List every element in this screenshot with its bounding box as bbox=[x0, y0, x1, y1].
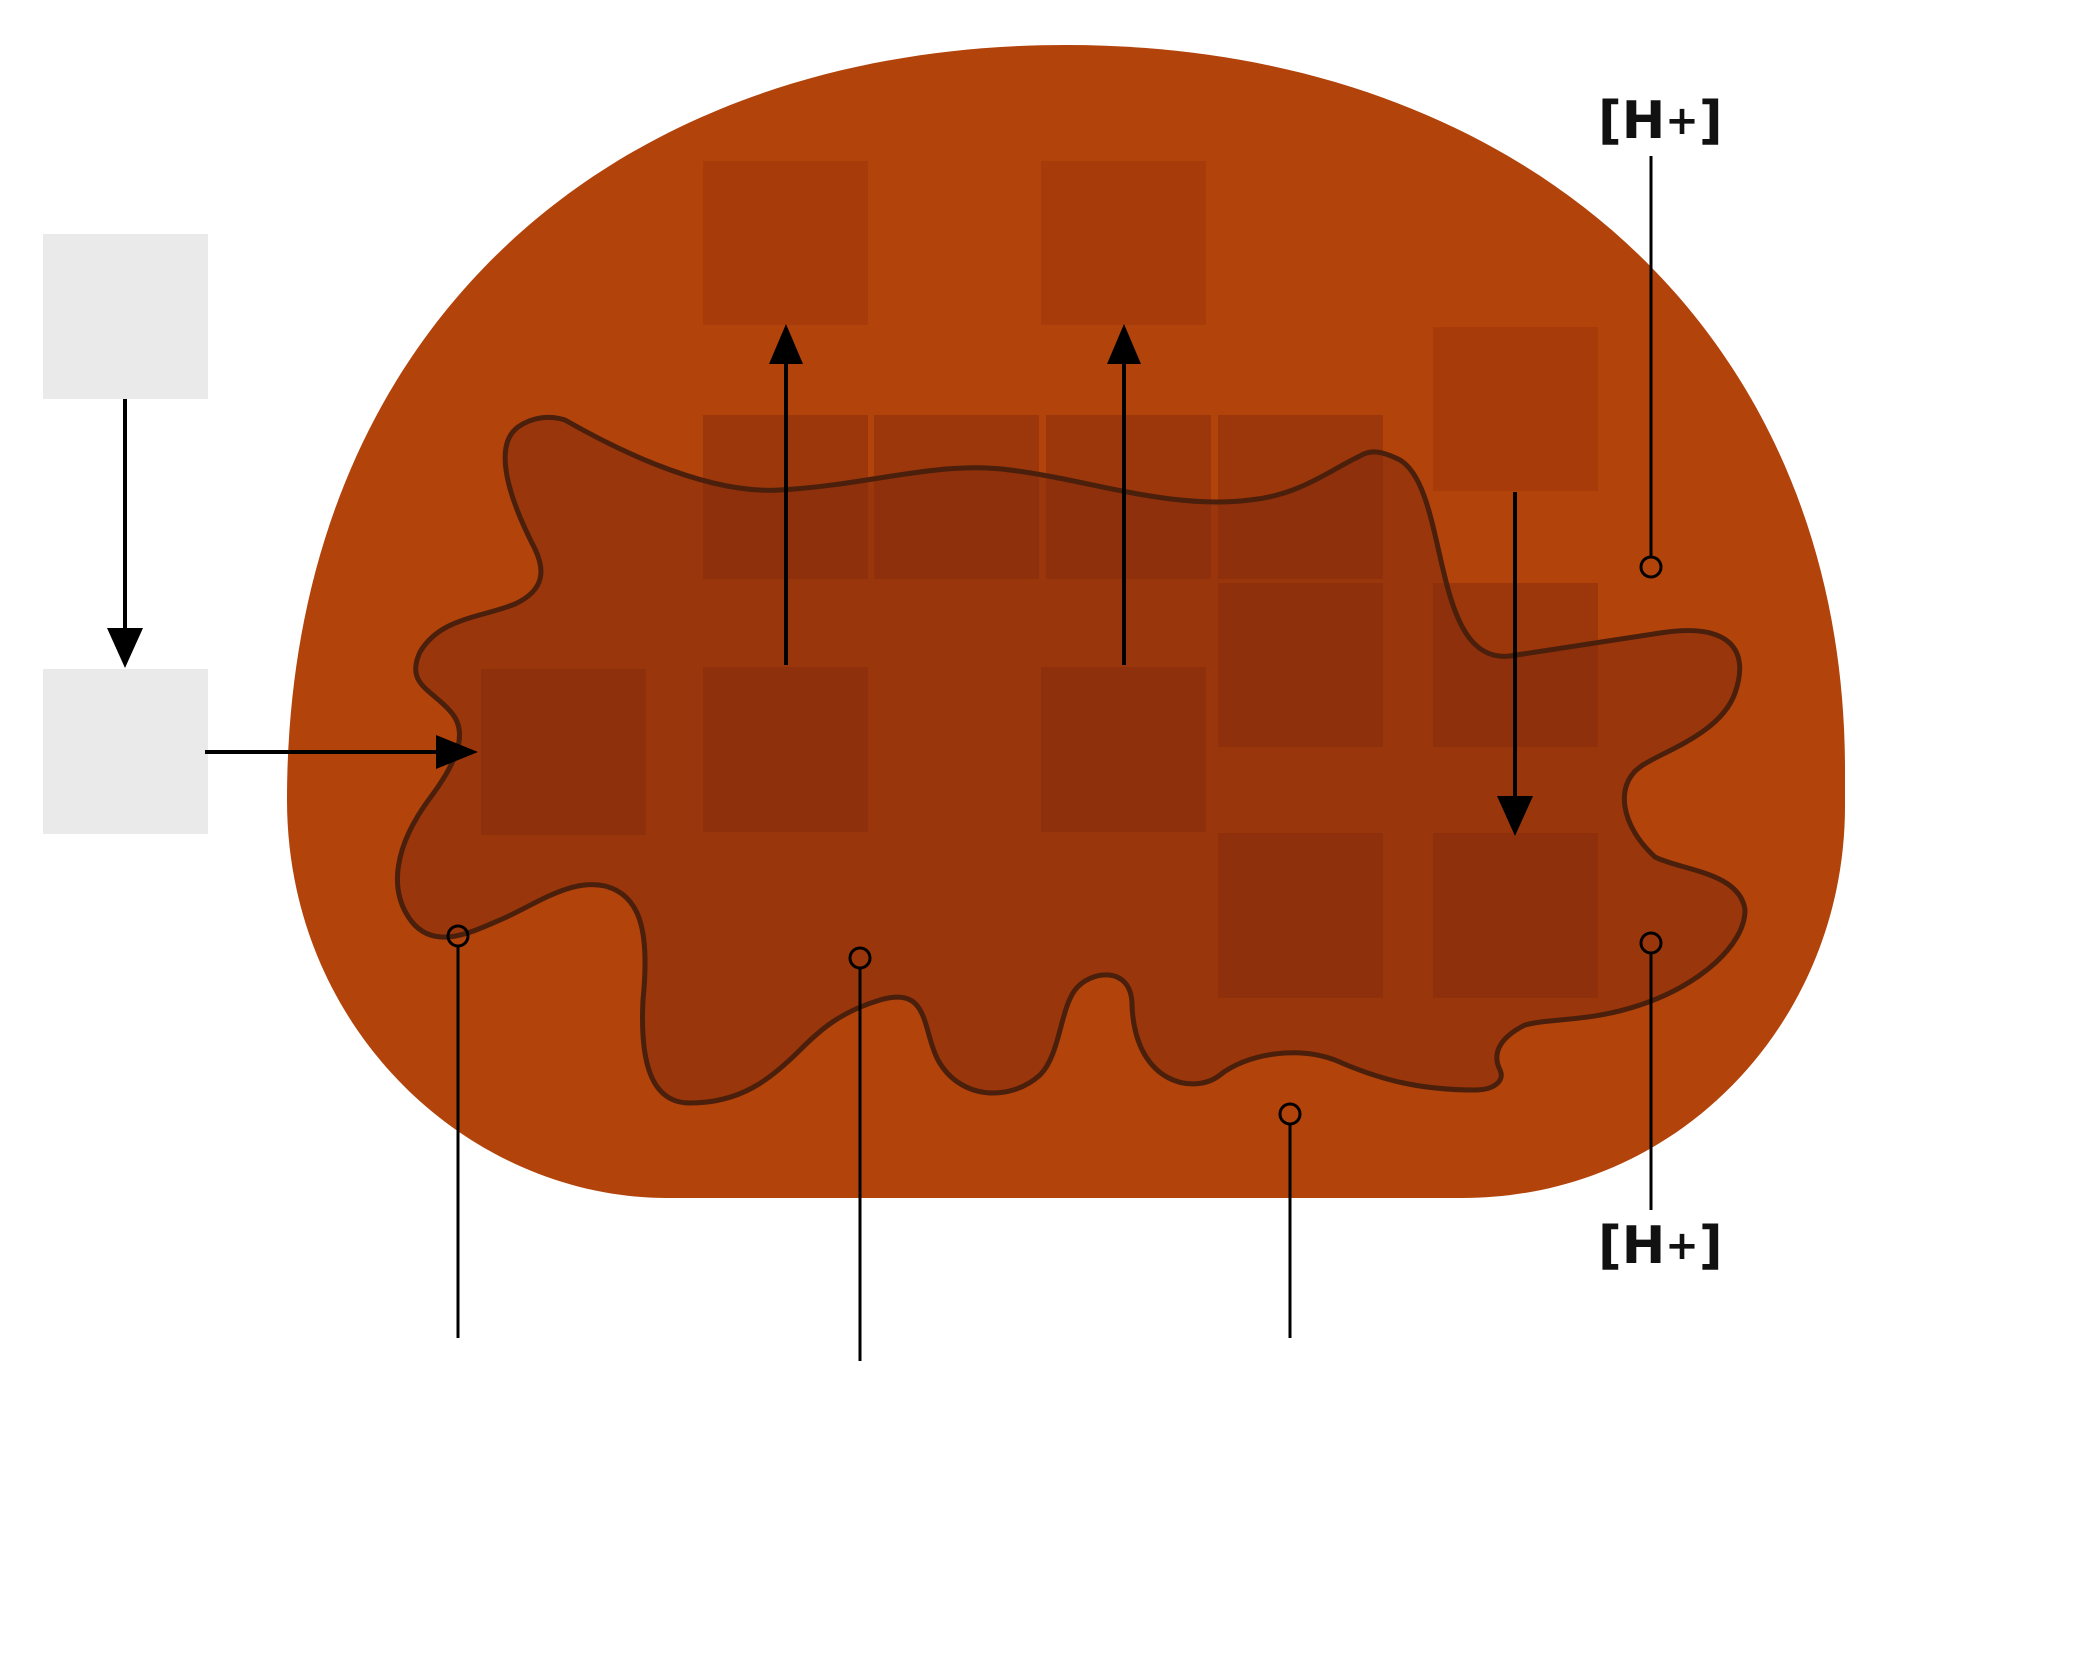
external-box-top bbox=[43, 234, 208, 399]
membrane-box-3 bbox=[1046, 415, 1211, 579]
inner-membrane bbox=[394, 414, 1748, 1106]
leader-line-matrix bbox=[848, 946, 872, 1361]
arrow-external-to-matrix bbox=[205, 735, 478, 769]
outer-box-3 bbox=[1433, 327, 1598, 491]
proton-label-bottom: [H+] bbox=[1598, 1216, 1723, 1276]
matrix-box-4 bbox=[1218, 833, 1383, 998]
matrix-box-3 bbox=[1041, 667, 1206, 832]
leader-line-proton-top bbox=[1639, 156, 1663, 579]
external-box-bottom bbox=[43, 669, 208, 834]
arrow-matrix-up-1 bbox=[769, 324, 803, 665]
membrane-box-4 bbox=[1218, 415, 1383, 579]
leader-line-inner-membrane bbox=[446, 924, 470, 1338]
matrix-box-1 bbox=[481, 669, 646, 835]
outer-box-2 bbox=[1041, 161, 1206, 325]
leader-line-intermembrane bbox=[1278, 1102, 1302, 1338]
arrow-matrix-up-2 bbox=[1107, 324, 1141, 665]
proton-label-top: [H+] bbox=[1598, 91, 1723, 151]
matrix-box-2 bbox=[703, 667, 868, 832]
outer-box-1 bbox=[703, 161, 868, 325]
membrane-box-5 bbox=[1218, 583, 1383, 747]
arrow-external-down bbox=[107, 399, 143, 668]
matrix-box-5 bbox=[1433, 833, 1598, 998]
arrow-outer-down bbox=[1497, 492, 1533, 836]
leader-line-proton-bottom bbox=[1639, 931, 1663, 1210]
membrane-box-2 bbox=[874, 415, 1039, 579]
